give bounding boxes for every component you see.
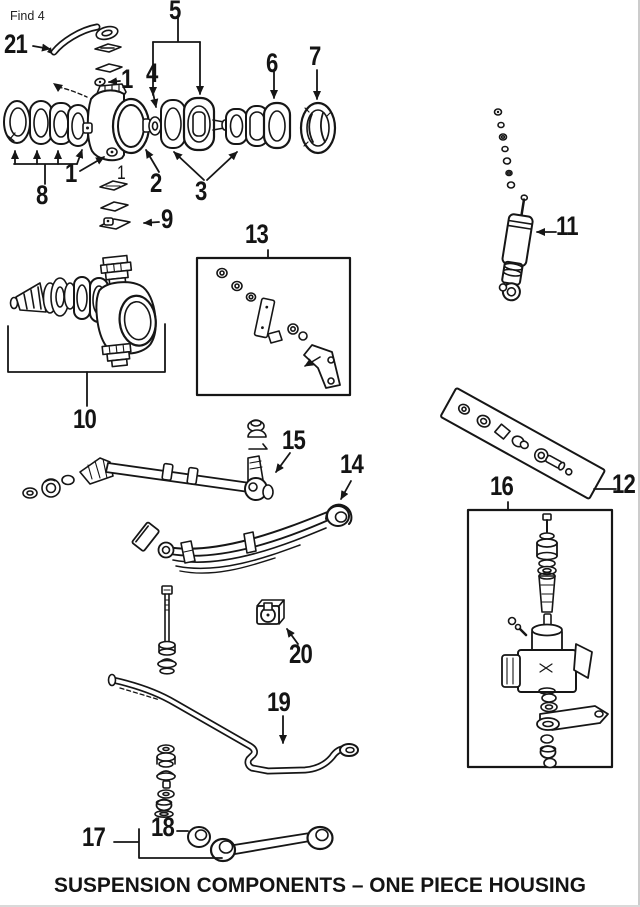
- callout-1-top: 1: [121, 64, 133, 94]
- callout-15: 15: [282, 425, 306, 455]
- leaf-spring-drawing: [131, 503, 353, 574]
- callout-2: 2: [150, 168, 162, 198]
- hardware-kit-box-13: [195, 256, 352, 397]
- callout-11: 11: [556, 211, 579, 241]
- callout-5: 5: [169, 0, 181, 25]
- strut-rod-drawing: [187, 825, 334, 863]
- kingpin-kit-box-16: [466, 508, 614, 769]
- callout-13: 13: [245, 219, 269, 249]
- bracket-21-drawing: [47, 23, 123, 87]
- scan-edge-bottom: [0, 905, 640, 907]
- callout-8: 8: [36, 180, 48, 210]
- shim-stack-drawing: [99, 180, 131, 230]
- axle-housing-drawing: [82, 83, 292, 162]
- repair-kit-box-12: [440, 387, 606, 500]
- callout-1-shim: 1: [117, 163, 126, 184]
- callout-17: 17: [82, 822, 106, 852]
- leader-lines: [11, 17, 617, 859]
- callout-19: 19: [267, 687, 291, 717]
- scan-edge-right: [638, 0, 640, 907]
- callout-3: 3: [195, 176, 207, 206]
- callout-20: 20: [289, 639, 313, 669]
- shock-absorber-drawing: [493, 108, 534, 302]
- seal-flange-7-drawing: [299, 101, 337, 155]
- seal-ring-row-drawing: [3, 100, 89, 147]
- stabilizer-link-stack-drawing: [154, 585, 177, 818]
- callout-1-mid: 1: [65, 158, 77, 188]
- callout-16: 16: [490, 471, 514, 501]
- callout-4: 4: [146, 58, 158, 88]
- stabilizer-bar-drawing: [107, 673, 359, 775]
- diagram-title: SUSPENSION COMPONENTS – ONE PIECE HOUSIN…: [54, 873, 586, 897]
- callout-18: 18: [151, 812, 175, 842]
- find-label: Find 4: [10, 9, 45, 23]
- callout-21: 21: [4, 29, 28, 59]
- stabilizer-bushing-20-drawing: [256, 599, 285, 625]
- callout-10: 10: [73, 404, 97, 434]
- callout-7: 7: [309, 41, 321, 71]
- callout-14: 14: [340, 449, 364, 479]
- knuckle-assembly-10-drawing: [7, 254, 166, 407]
- callout-12: 12: [612, 469, 636, 499]
- drag-link-drawing: [22, 419, 274, 501]
- callout-9: 9: [161, 204, 173, 234]
- callout-6: 6: [266, 48, 278, 78]
